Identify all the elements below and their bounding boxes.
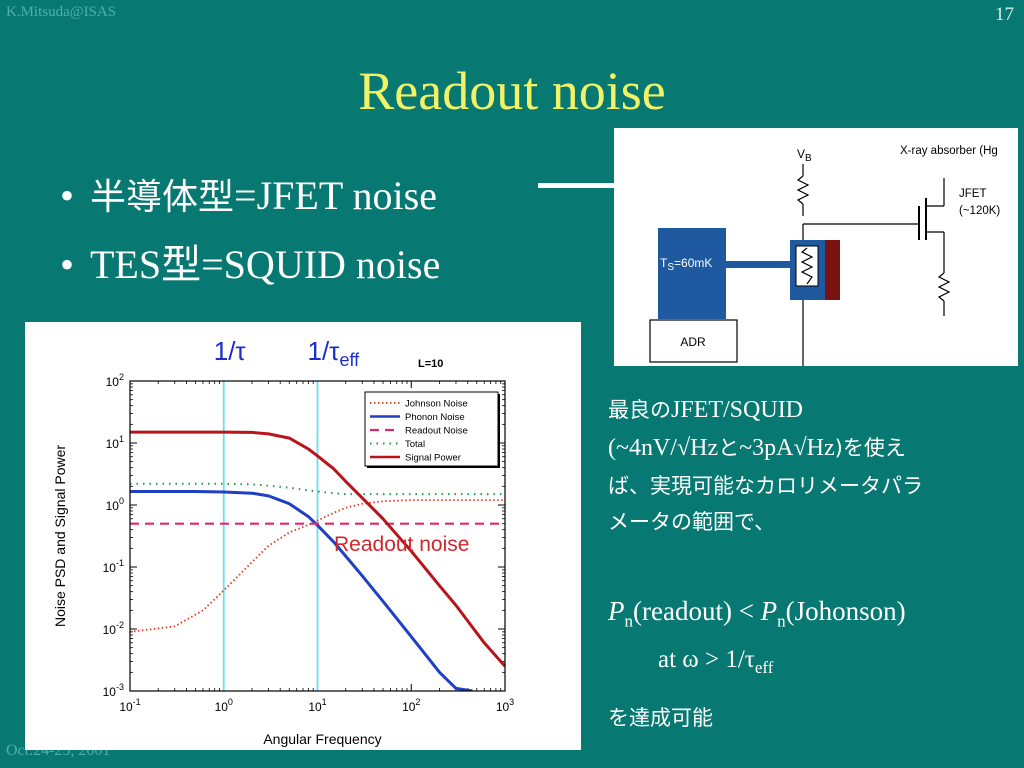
pointer-line xyxy=(538,183,618,188)
legend-label: Signal Power xyxy=(405,453,461,464)
adr-label: ADR xyxy=(680,335,706,349)
condition-equation: Pn(readout) < Pn(Johonson) xyxy=(608,596,906,631)
bullet-squid: •TES型=SQUID noise xyxy=(60,242,441,287)
readout-noise-callout: Readout noise xyxy=(334,533,469,556)
bullet-dot: • xyxy=(60,242,75,287)
y-tick-label: 10-2 xyxy=(103,620,124,637)
vb-label: VB xyxy=(797,147,812,164)
x-tick-label: 103 xyxy=(496,697,514,714)
y-tick-label: 100 xyxy=(106,496,124,513)
desc-line-3: ば、実現可能なカロリメータパラ xyxy=(608,474,923,498)
thermal-link xyxy=(726,261,792,268)
legend-label: Total xyxy=(405,439,425,450)
bias-resistor xyxy=(796,175,810,205)
ts-label: TS=60mK xyxy=(660,256,712,273)
circuit-diagram: VB X-ray absorber (Hg JFET (~120K) TS=60… xyxy=(614,128,1018,366)
jfet-label: JFET xyxy=(959,188,986,200)
y-tick-label: 101 xyxy=(106,434,124,451)
frequency-condition: at ω > 1/τeff xyxy=(658,646,774,677)
desc-line-1: 最良のJFET/SQUID xyxy=(608,397,804,423)
bullet-dot: • xyxy=(60,173,75,218)
tau-label: 1/τ xyxy=(214,336,247,366)
legend-label: Phonon Noise xyxy=(405,412,465,423)
series-phonon-noise xyxy=(130,490,473,691)
y-tick-label: 102 xyxy=(106,372,124,389)
y-axis-label: Noise PSD and Signal Power xyxy=(52,445,68,627)
thermistor-icon xyxy=(800,247,814,285)
chart-annotation: L=10 xyxy=(418,358,443,370)
x-tick-label: 102 xyxy=(402,697,420,714)
y-tick-label: 10-3 xyxy=(103,682,124,699)
legend-label: Johnson Noise xyxy=(405,399,468,410)
series-signal-power xyxy=(130,430,505,668)
load-resistor xyxy=(937,272,951,302)
author-label: K.Mitsuda@ISAS xyxy=(6,4,117,20)
x-tick-label: 100 xyxy=(215,697,233,714)
absorber-label: X-ray absorber (Hg xyxy=(900,145,998,157)
desc-line-2: (~4nV/√Hzと~3pA√Hz)を使え xyxy=(608,435,906,461)
y-tick-label: 10-1 xyxy=(103,558,124,575)
heat-bath-block xyxy=(658,228,726,319)
page-number: 17 xyxy=(995,4,1014,25)
tau-label: 1/τeff xyxy=(308,336,361,370)
x-tick-label: 10-1 xyxy=(119,697,140,714)
desc-last-line: を達成可能 xyxy=(608,706,713,730)
x-axis-label: Angular Frequency xyxy=(263,731,381,747)
bullet-jfet: •半導体型=JFET noise xyxy=(60,173,437,218)
plot-frame xyxy=(129,380,506,692)
x-tick-label: 101 xyxy=(308,697,326,714)
desc-line-4: メータの範囲で、 xyxy=(608,510,776,534)
jfet-temp-label: (~120K) xyxy=(959,205,1000,217)
legend-label: Readout Noise xyxy=(405,426,468,437)
adr-box xyxy=(649,319,738,363)
page-title: Readout noise xyxy=(358,61,666,121)
xray-absorber-block xyxy=(825,240,840,300)
circuit-svg: VB X-ray absorber (Hg JFET (~120K) TS=60… xyxy=(649,145,1000,366)
